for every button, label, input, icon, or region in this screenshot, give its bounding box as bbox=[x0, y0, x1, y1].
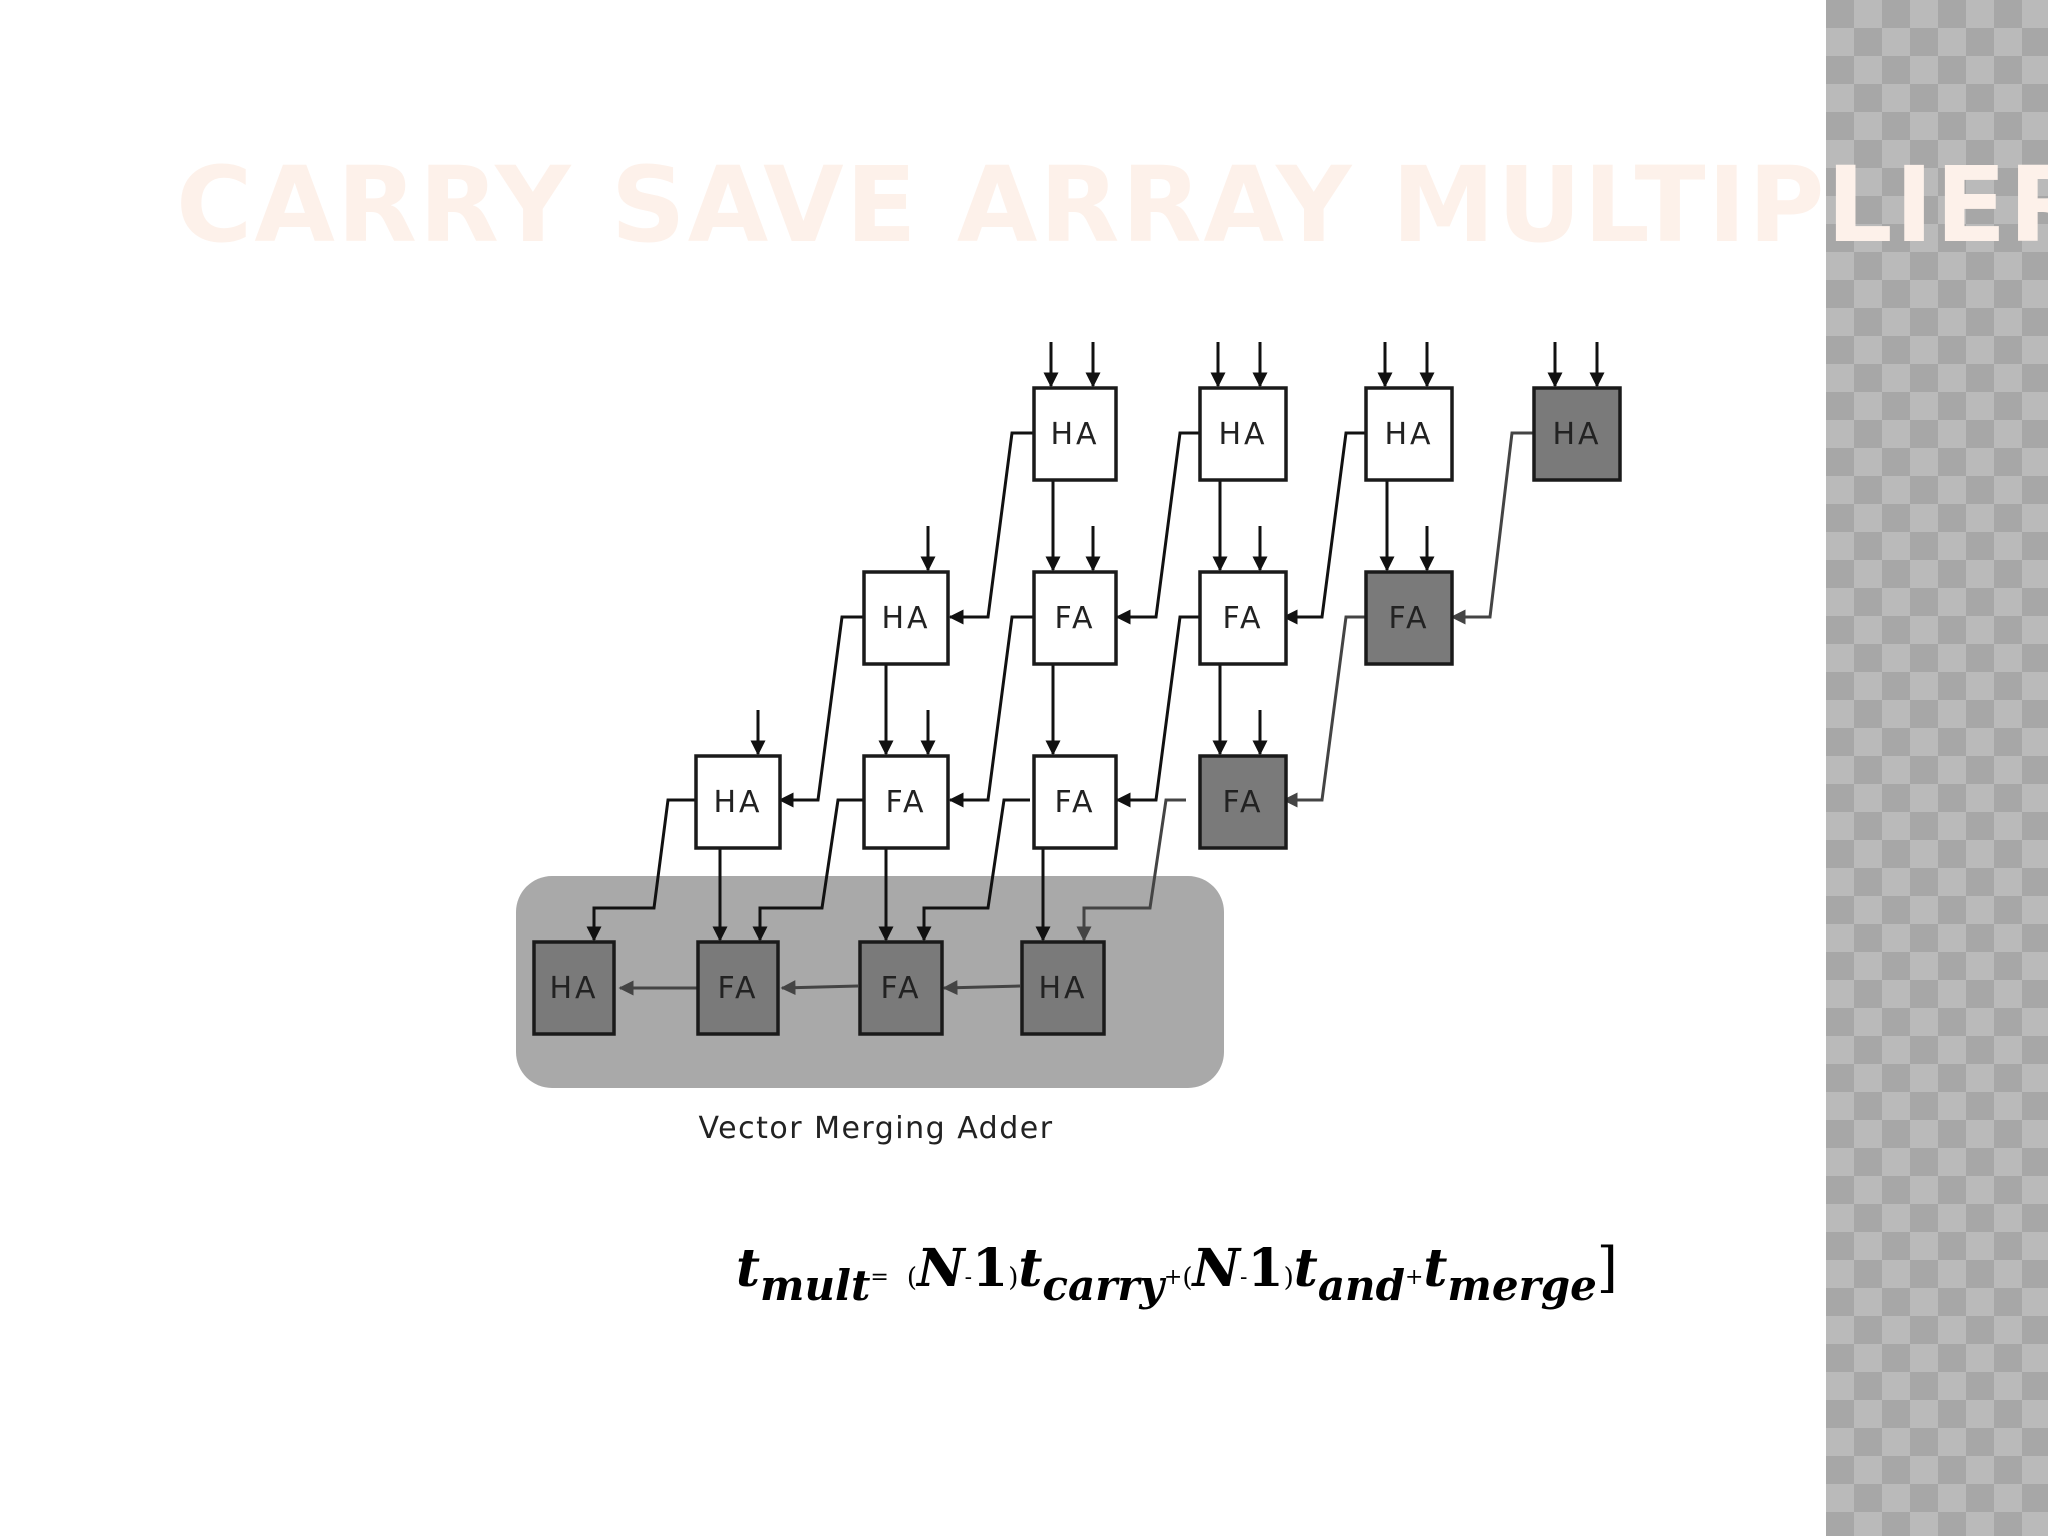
formula-sub-and: and bbox=[1317, 1261, 1405, 1310]
block-r2c2: FA bbox=[1032, 754, 1118, 850]
merge-carry-wires bbox=[618, 980, 1021, 996]
formula-t4: t bbox=[1423, 1238, 1448, 1299]
block-r1c3: FA bbox=[1364, 570, 1454, 666]
decorative-side-panel bbox=[1826, 0, 2048, 1536]
formula-one-2: 1 bbox=[1247, 1238, 1284, 1299]
svg-text:FA: FA bbox=[1222, 785, 1263, 820]
formula-rparen-2: ) bbox=[1283, 1263, 1294, 1293]
vector-merging-adder-caption: Vector Merging Adder bbox=[698, 1111, 1053, 1146]
formula-sub-merge: merge bbox=[1447, 1261, 1597, 1310]
formula-sub-carry: carry bbox=[1042, 1261, 1164, 1310]
block-r0c2: HA bbox=[1364, 386, 1454, 482]
block-r3c3: HA bbox=[1020, 940, 1106, 1036]
svg-text:FA: FA bbox=[1054, 785, 1095, 820]
block-r1c0: HA bbox=[862, 570, 950, 666]
svg-text:FA: FA bbox=[885, 785, 926, 820]
formula-one-1: 1 bbox=[972, 1238, 1009, 1299]
svg-text:HA: HA bbox=[1038, 971, 1087, 1006]
formula-t1: t bbox=[736, 1238, 761, 1299]
block-r0c1: HA bbox=[1198, 386, 1288, 482]
svg-text:HA: HA bbox=[549, 971, 598, 1006]
block-r3c1: FA bbox=[696, 940, 780, 1036]
formula-lparen-1: ( bbox=[906, 1263, 918, 1293]
svg-text:FA: FA bbox=[880, 971, 921, 1006]
slide-title: CARRY SAVE ARRAY MULTIPLIER bbox=[176, 144, 2048, 266]
svg-text:HA: HA bbox=[881, 601, 930, 636]
formula-minus-2: - bbox=[1240, 1265, 1248, 1290]
block-r3c2: FA bbox=[858, 940, 944, 1036]
block-r2c3: FA bbox=[1198, 754, 1288, 850]
svg-text:FA: FA bbox=[717, 971, 758, 1006]
sum-wires bbox=[712, 480, 1395, 942]
block-r1c1: FA bbox=[1032, 570, 1118, 666]
carry-wires bbox=[586, 431, 1534, 942]
svg-text:FA: FA bbox=[1222, 601, 1263, 636]
svg-text:HA: HA bbox=[1218, 417, 1267, 452]
formula-equals: = bbox=[870, 1265, 889, 1290]
formula-n-1: N bbox=[917, 1238, 965, 1299]
formula-rparen-1: ) bbox=[1008, 1263, 1019, 1293]
formula-n-2: N bbox=[1192, 1238, 1240, 1299]
block-r0c3: HA bbox=[1532, 386, 1622, 482]
formula-t2: t bbox=[1018, 1238, 1043, 1299]
formula-sub-mult: mult bbox=[760, 1261, 871, 1310]
svg-text:FA: FA bbox=[1054, 601, 1095, 636]
formula-plus-1: + bbox=[1163, 1265, 1183, 1290]
formula-plus-2: + bbox=[1404, 1265, 1424, 1290]
svg-text:FA: FA bbox=[1388, 601, 1429, 636]
block-r3c0: HA bbox=[532, 940, 616, 1036]
formula-lparen-2: ( bbox=[1182, 1263, 1193, 1293]
block-r1c2: FA bbox=[1198, 570, 1288, 666]
multiplier-delay-formula: tmult= (N-1)tcarry+(N-1)tand+tmerge] bbox=[736, 1228, 1636, 1310]
svg-text:HA: HA bbox=[1552, 417, 1601, 452]
block-r2c0: HA bbox=[694, 754, 782, 850]
input-arrows bbox=[750, 342, 1605, 756]
formula-minus-1: - bbox=[964, 1265, 973, 1290]
block-r0c0: HA bbox=[1032, 386, 1118, 482]
svg-text:HA: HA bbox=[1384, 417, 1433, 452]
svg-text:HA: HA bbox=[713, 785, 762, 820]
svg-text:HA: HA bbox=[1050, 417, 1099, 452]
formula-bracket: ] bbox=[1596, 1236, 1618, 1299]
formula-t3: t bbox=[1293, 1238, 1318, 1299]
block-r2c1: FA bbox=[862, 754, 950, 850]
